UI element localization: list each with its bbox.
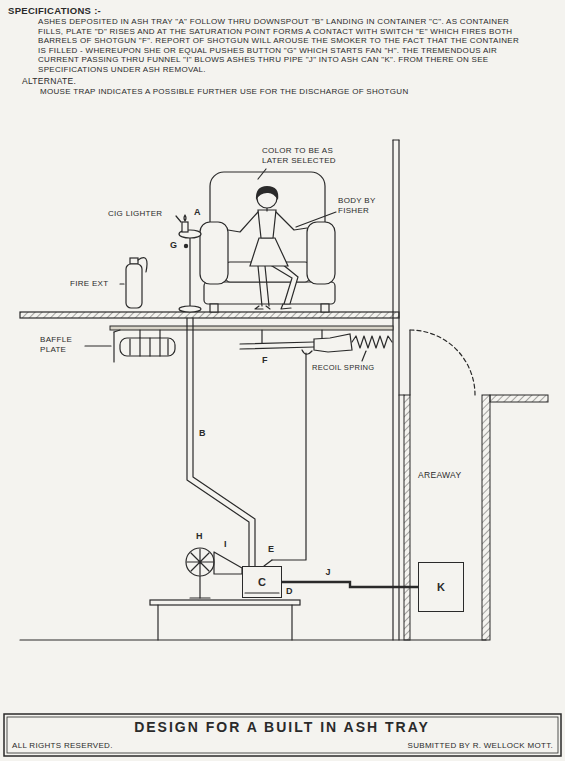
funnel bbox=[214, 552, 242, 574]
ground bbox=[490, 395, 548, 402]
extinguisher-cap bbox=[130, 258, 138, 264]
recoil-spring bbox=[352, 336, 392, 348]
trap-bars bbox=[130, 338, 168, 356]
wall-line bbox=[392, 140, 393, 640]
downspout bbox=[193, 318, 255, 566]
area-label: AREAWAY bbox=[418, 470, 461, 480]
fan bbox=[186, 548, 214, 576]
callout-letter: E bbox=[268, 544, 274, 555]
hanger bbox=[159, 330, 160, 338]
note-text: MOUSE TRAP INDICATES A POSSIBLE FURTHER … bbox=[40, 87, 510, 97]
fan-stand bbox=[199, 576, 200, 598]
figure-leg bbox=[258, 266, 269, 306]
joist-board bbox=[110, 326, 393, 330]
figure-hair bbox=[256, 186, 278, 200]
floor bbox=[20, 312, 399, 318]
basement-floor bbox=[20, 639, 486, 640]
heading: ALTERNATE. bbox=[22, 76, 76, 86]
bracket bbox=[114, 330, 120, 332]
chair-base bbox=[204, 282, 335, 304]
areaway-wall bbox=[404, 395, 410, 640]
leader-line bbox=[296, 212, 336, 227]
leader-line bbox=[120, 283, 124, 284]
figure-crossed-leg bbox=[272, 264, 298, 304]
areaway-wall bbox=[482, 395, 490, 640]
title-frame bbox=[7, 717, 558, 753]
areaway-door bbox=[409, 330, 410, 395]
callout-label: BAFFLE PLATE bbox=[40, 335, 84, 355]
fan-guard bbox=[187, 549, 213, 575]
node-label: K bbox=[437, 581, 445, 593]
gun-barrel bbox=[240, 342, 314, 344]
door-swing-arc bbox=[410, 330, 475, 395]
figure-shoes bbox=[255, 304, 291, 309]
leader-line bbox=[85, 345, 111, 346]
hanger bbox=[321, 330, 322, 339]
hanger bbox=[139, 330, 140, 338]
ash-can: K bbox=[418, 562, 464, 612]
title: DESIGN FOR A BUILT IN ASH TRAY bbox=[134, 719, 430, 735]
cig-lighter bbox=[182, 222, 188, 232]
plate bbox=[245, 592, 279, 593]
figure-torso bbox=[258, 210, 276, 238]
pipe-connector bbox=[282, 582, 418, 587]
title-frame bbox=[4, 714, 561, 756]
leader-line bbox=[258, 169, 266, 179]
leader-line bbox=[362, 351, 366, 361]
chair-arm bbox=[307, 222, 335, 284]
mouse-trap bbox=[120, 338, 175, 356]
heading: SPECIFICATIONS :- bbox=[8, 5, 101, 16]
table-leg bbox=[291, 605, 292, 640]
callout-letter: B bbox=[199, 428, 206, 439]
trigger-guard bbox=[302, 350, 312, 354]
rights-note: ALL RIGHTS RESERVED. bbox=[12, 741, 113, 751]
gun-barrel bbox=[240, 347, 314, 349]
switch-wire bbox=[272, 353, 306, 560]
callout-label: COLOR TO BE AS LATER SELECTED bbox=[262, 146, 362, 166]
pipe-letter: J bbox=[323, 568, 332, 578]
sill-line bbox=[399, 394, 404, 395]
stand-post bbox=[189, 236, 190, 308]
node-label: C bbox=[258, 576, 266, 588]
callout-letter: H bbox=[196, 531, 203, 542]
gun-stock bbox=[314, 334, 352, 352]
button bbox=[184, 244, 188, 248]
callout-label: CIG LIGHTER bbox=[108, 209, 162, 219]
callout-letter: A bbox=[194, 207, 201, 218]
wall-cap bbox=[393, 139, 399, 140]
stand-base bbox=[179, 306, 201, 312]
fan-base bbox=[190, 597, 210, 598]
callout-label: FIRE EXT bbox=[70, 279, 108, 289]
table-top bbox=[150, 600, 300, 605]
callout-label: RECOIL SPRING bbox=[312, 363, 374, 372]
figure-skirt bbox=[250, 238, 288, 266]
callout-letter: F bbox=[262, 355, 268, 366]
leader-line bbox=[176, 216, 181, 222]
chair-leg bbox=[210, 304, 218, 312]
table-leg bbox=[157, 605, 158, 640]
extinguisher-hose bbox=[138, 258, 147, 272]
lighter-flame bbox=[184, 215, 186, 221]
fire-extinguisher bbox=[126, 264, 142, 308]
callout-letter: D bbox=[286, 586, 293, 597]
hanger bbox=[261, 330, 262, 343]
wall-line bbox=[398, 140, 399, 640]
baffle-plate bbox=[113, 332, 114, 362]
figure-arms bbox=[228, 212, 307, 232]
specification-text: ASHES DEPOSITED IN ASH TRAY "A" FOLLOW T… bbox=[38, 17, 522, 74]
chair-leg bbox=[321, 304, 329, 312]
downspout bbox=[187, 318, 249, 566]
submitter-note: SUBMITTED BY R. WELLOCK MOTT. bbox=[408, 741, 553, 751]
ash-container: C bbox=[242, 566, 282, 598]
chair-arm bbox=[200, 222, 228, 284]
callout-letter: G bbox=[170, 240, 177, 251]
callout-letter: I bbox=[224, 539, 227, 550]
callout-label: BODY BY FISHER bbox=[338, 196, 390, 216]
